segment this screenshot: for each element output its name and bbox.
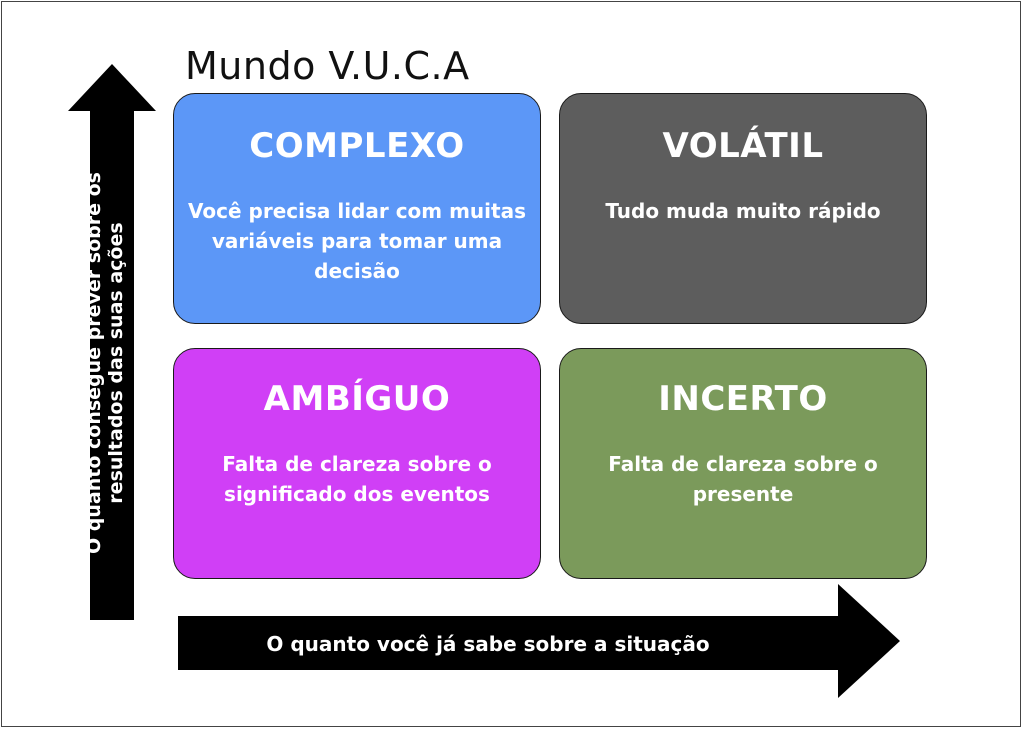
quadrant-description: Você precisa lidar com muitas variáveis … bbox=[188, 199, 526, 283]
quadrant-title: COMPLEXO bbox=[249, 126, 465, 166]
y-axis-label: O quanto consegue prever sobre os result… bbox=[83, 172, 127, 554]
diagram-title: Mundo V.U.C.A bbox=[185, 44, 470, 88]
x-axis-label: O quanto você já sabe sobre a situação bbox=[266, 632, 710, 656]
quadrant-title: INCERTO bbox=[658, 379, 828, 419]
quadrant-description: Falta de clareza sobre o significado dos… bbox=[222, 452, 492, 506]
quadrant-complexo: COMPLEXO Você precisa lidar com muitas v… bbox=[173, 93, 541, 324]
y-axis-arrow bbox=[68, 64, 158, 620]
y-axis-arrow-shape bbox=[68, 64, 156, 620]
quadrant-incerto: INCERTO Falta de clareza sobre o present… bbox=[559, 348, 927, 579]
quadrant-description: Tudo muda muito rápido bbox=[605, 199, 881, 223]
quadrant-title: AMBÍGUO bbox=[263, 379, 451, 419]
quadrant-ambiguo: AMBÍGUO Falta de clareza sobre o signifi… bbox=[173, 348, 541, 579]
quadrant-title: VOLÁTIL bbox=[662, 126, 824, 166]
quadrant-description: Falta de clareza sobre o presente bbox=[608, 452, 878, 506]
x-axis-arrow bbox=[178, 584, 902, 700]
quadrant-volatil: VOLÁTIL Tudo muda muito rápido bbox=[559, 93, 927, 324]
x-axis-arrow-shape bbox=[178, 584, 900, 698]
